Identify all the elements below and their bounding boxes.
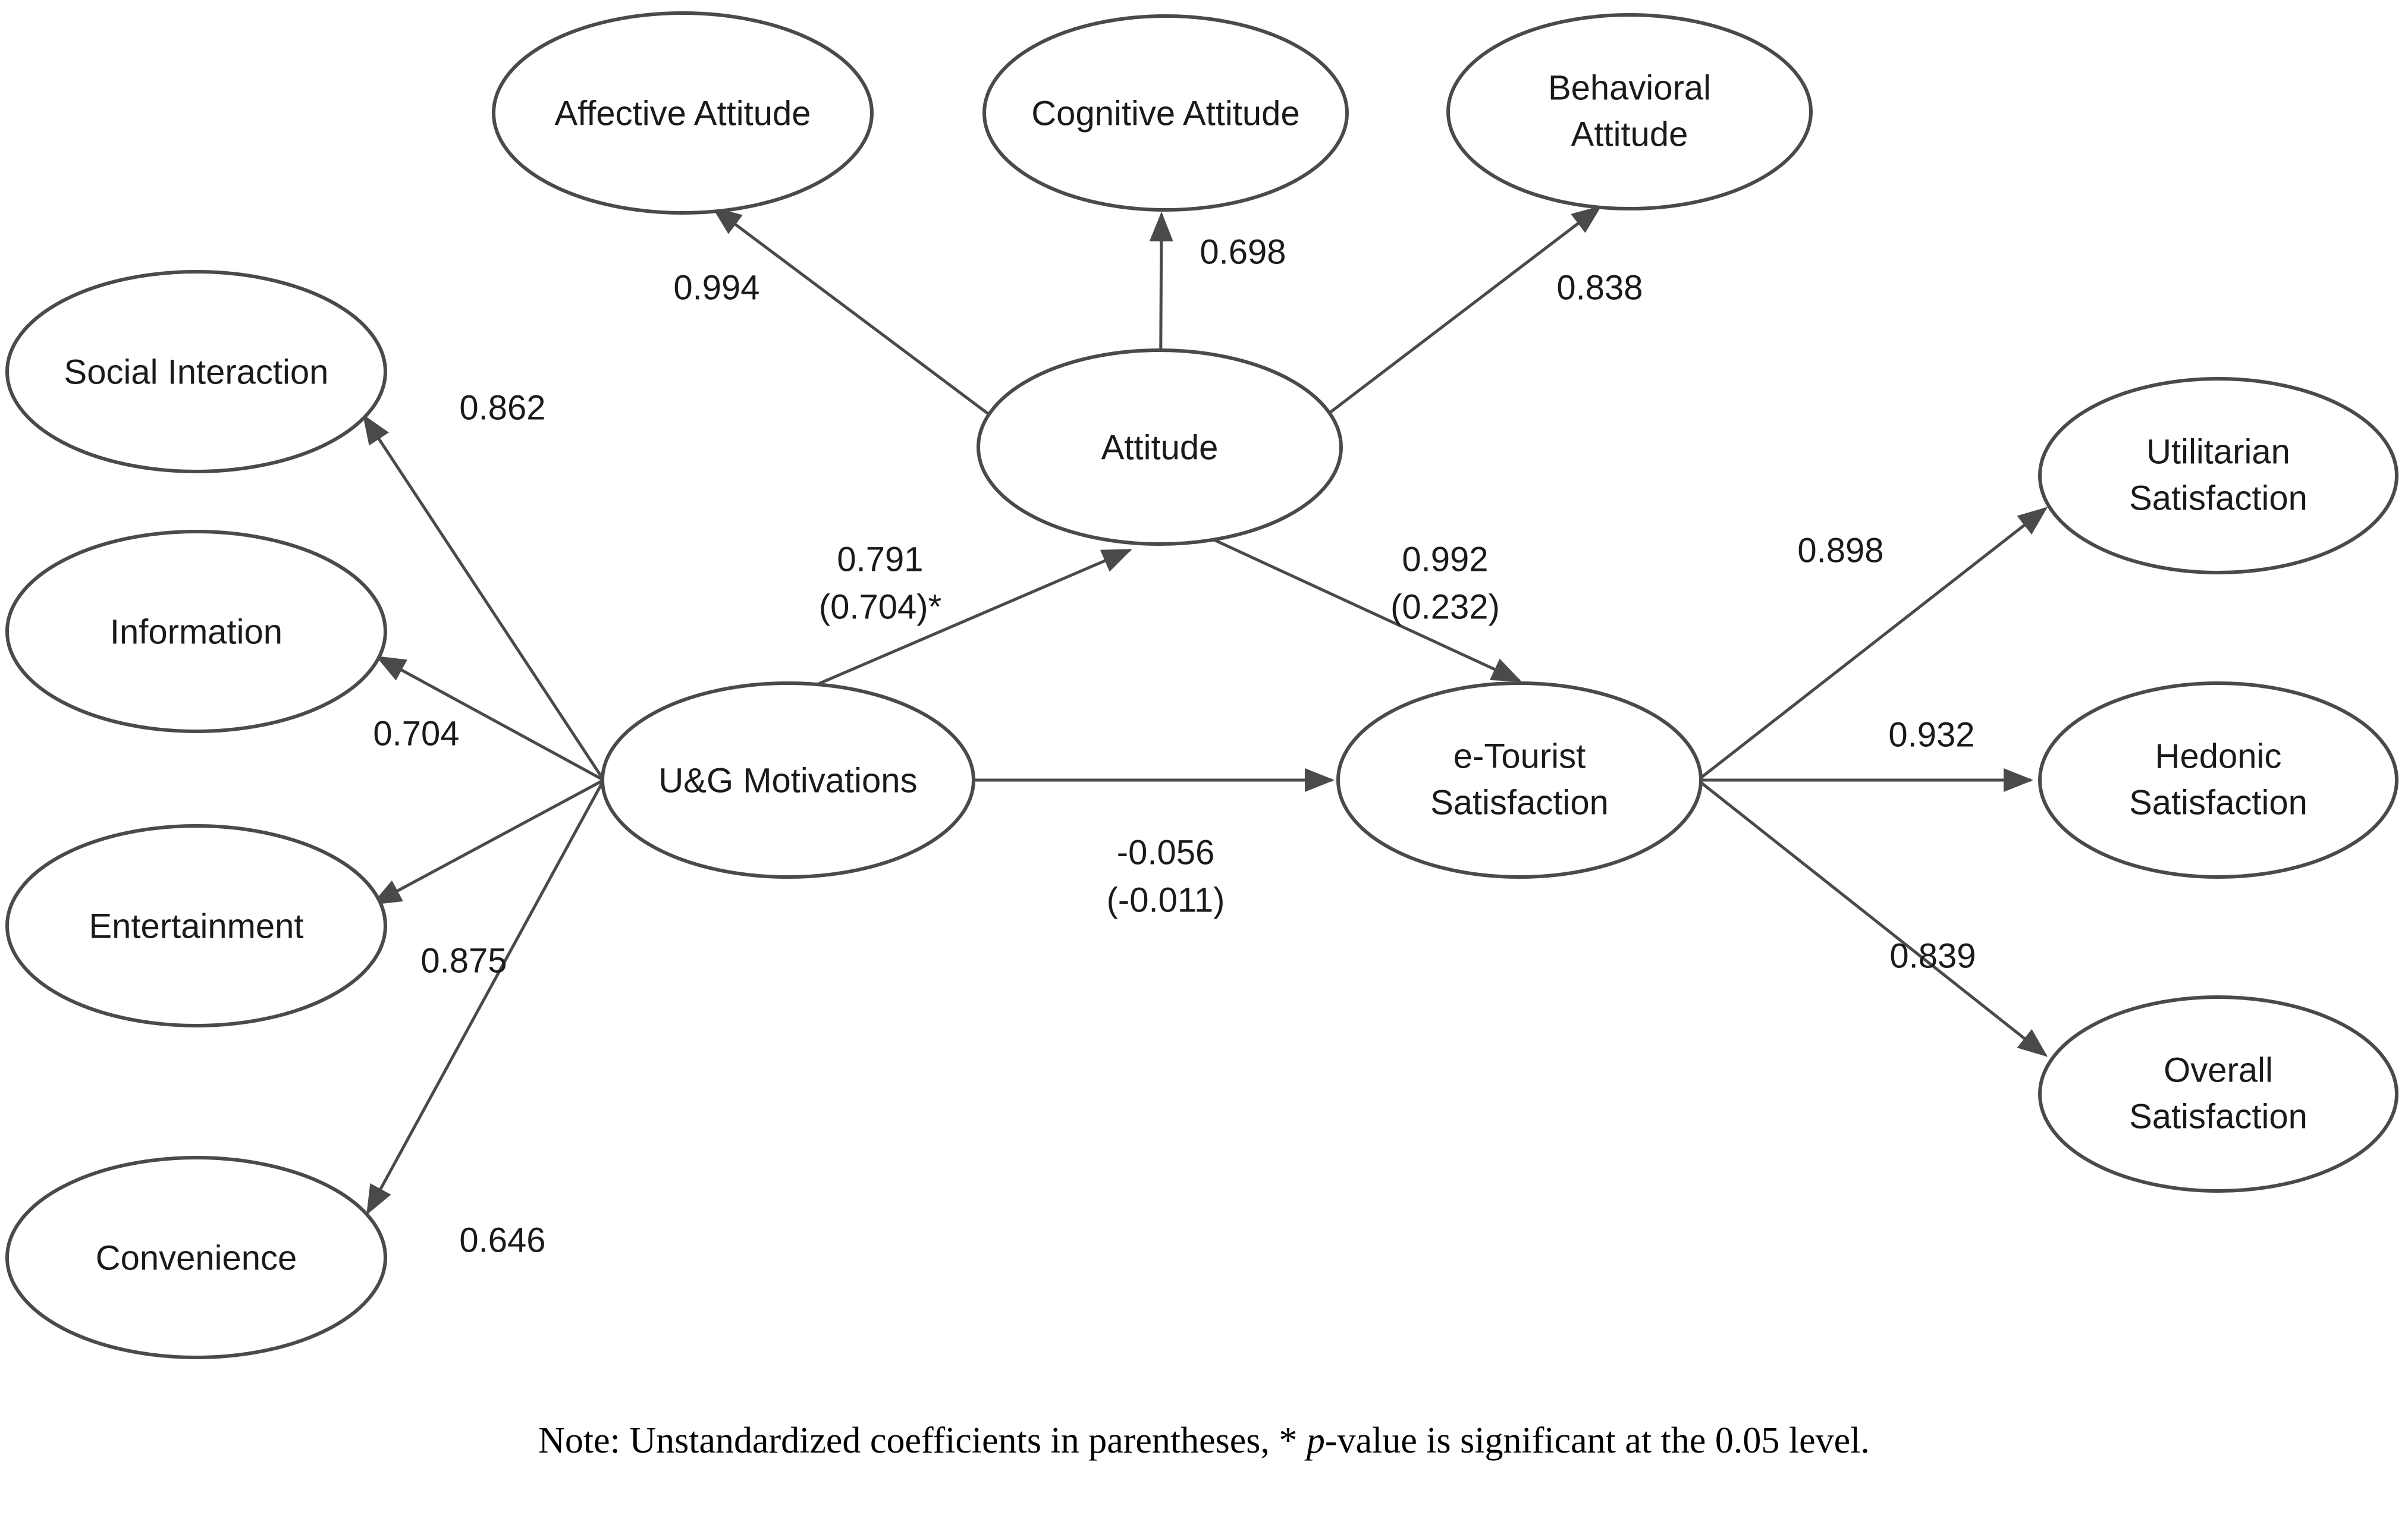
note-prefix: Note: Unstandardized coefficients in par… bbox=[538, 1420, 1307, 1461]
edge-etourist-to-utilitarian bbox=[1697, 507, 2048, 781]
edge-ug-to-attitude bbox=[790, 548, 1132, 697]
information-ellipse[interactable] bbox=[5, 530, 387, 733]
convenience-ellipse[interactable] bbox=[5, 1156, 387, 1359]
behavioral-attitude-label-line1: Behavioral bbox=[1548, 68, 1711, 107]
coefficient-attitude-to-etourist-unstandardized: (0.232) bbox=[1390, 587, 1500, 626]
overall-satisfaction-label-line1: Overall bbox=[2164, 1051, 2273, 1089]
etourist-satisfaction-label-line2: Satisfaction bbox=[1430, 783, 1609, 822]
utilitarian-satisfaction-label-line2: Satisfaction bbox=[2129, 479, 2307, 517]
coefficient-ug-to-etourist-standardized: -0.056 bbox=[1117, 833, 1214, 872]
node-affective-attitude[interactable]: Affective Attitude bbox=[492, 11, 874, 215]
coefficient-ug-to-entertainment: 0.875 bbox=[420, 941, 507, 980]
hedonic-satisfaction-label-line1: Hedonic bbox=[2155, 737, 2282, 775]
social-interaction-ellipse[interactable] bbox=[5, 270, 387, 473]
coefficient-attitude-to-behavioral: 0.838 bbox=[1556, 268, 1643, 307]
ug-motivations-ellipse[interactable] bbox=[601, 681, 975, 879]
entertainment-ellipse[interactable] bbox=[5, 824, 387, 1027]
entertainment-label: Entertainment bbox=[89, 907, 303, 945]
utilitarian-satisfaction-label-line1: Utilitarian bbox=[2146, 432, 2290, 471]
overall-satisfaction-ellipse[interactable] bbox=[2038, 995, 2398, 1193]
node-information[interactable]: Information bbox=[5, 530, 387, 733]
cognitive-attitude-ellipse[interactable] bbox=[982, 14, 1349, 212]
edge-ug-to-social-interaction bbox=[362, 414, 605, 781]
coefficient-ug-to-information: 0.704 bbox=[373, 714, 459, 753]
figure-note: Note: Unstandardized coefficients in par… bbox=[0, 1420, 2408, 1462]
coefficient-etourist-to-hedonic: 0.932 bbox=[1888, 715, 1974, 754]
node-utilitarian-satisfaction[interactable]: Utilitarian Satisfaction bbox=[2038, 377, 2398, 574]
ug-motivations-label: U&G Motivations bbox=[658, 761, 917, 800]
utilitarian-satisfaction-ellipse[interactable] bbox=[2038, 377, 2398, 574]
node-etourist-satisfaction[interactable]: e-Tourist Satisfaction bbox=[1336, 681, 1703, 879]
node-hedonic-satisfaction[interactable]: Hedonic Satisfaction bbox=[2038, 681, 2398, 879]
node-behavioral-attitude[interactable]: Behavioral Attitude bbox=[1446, 13, 1813, 210]
node-attitude[interactable]: Attitude bbox=[977, 348, 1343, 546]
edge-etourist-to-overall bbox=[1697, 779, 2048, 1057]
edge-ug-to-information bbox=[375, 655, 605, 782]
coefficient-etourist-to-overall: 0.839 bbox=[1889, 936, 1976, 975]
node-entertainment[interactable]: Entertainment bbox=[5, 824, 387, 1027]
coefficient-etourist-to-utilitarian: 0.898 bbox=[1797, 531, 1883, 570]
edge-ug-to-convenience bbox=[366, 779, 605, 1215]
coefficient-ug-to-attitude-unstandardized: (0.704)* bbox=[819, 587, 941, 626]
coefficient-ug-to-attitude-standardized: 0.791 bbox=[837, 540, 923, 579]
node-convenience[interactable]: Convenience bbox=[5, 1156, 387, 1359]
affective-attitude-ellipse[interactable] bbox=[492, 11, 874, 215]
overall-satisfaction-label-line2: Satisfaction bbox=[2129, 1097, 2307, 1136]
note-suffix: -value is significant at the 0.05 level. bbox=[1324, 1420, 1870, 1461]
coefficient-attitude-to-affective: 0.994 bbox=[673, 268, 759, 307]
coefficient-ug-to-social-interaction: 0.862 bbox=[459, 388, 545, 427]
node-layer: Affective Attitude Cognitive Attitude Be… bbox=[5, 11, 2398, 1359]
edge-attitude-to-etourist bbox=[1209, 536, 1522, 683]
hedonic-satisfaction-ellipse[interactable] bbox=[2038, 681, 2398, 879]
coefficient-attitude-to-cognitive: 0.698 bbox=[1200, 232, 1286, 271]
behavioral-attitude-label-line2: Attitude bbox=[1571, 115, 1688, 153]
cognitive-attitude-label: Cognitive Attitude bbox=[1031, 94, 1299, 133]
convenience-label: Convenience bbox=[96, 1239, 297, 1277]
attitude-label: Attitude bbox=[1101, 428, 1219, 467]
information-label: Information bbox=[110, 612, 282, 651]
etourist-satisfaction-label-line1: e-Tourist bbox=[1453, 737, 1586, 775]
node-cognitive-attitude[interactable]: Cognitive Attitude bbox=[982, 14, 1349, 212]
coefficient-ug-to-convenience: 0.646 bbox=[459, 1221, 545, 1259]
hedonic-satisfaction-label-line2: Satisfaction bbox=[2129, 783, 2307, 822]
attitude-ellipse[interactable] bbox=[977, 348, 1343, 546]
etourist-satisfaction-ellipse[interactable] bbox=[1336, 681, 1703, 879]
affective-attitude-label: Affective Attitude bbox=[555, 94, 811, 133]
social-interaction-label: Social Interaction bbox=[64, 353, 329, 391]
coefficient-attitude-to-etourist-standardized: 0.992 bbox=[1402, 540, 1488, 579]
node-overall-satisfaction[interactable]: Overall Satisfaction bbox=[2038, 995, 2398, 1193]
coefficient-ug-to-etourist-unstandardized: (-0.011) bbox=[1107, 881, 1225, 919]
edge-ug-to-entertainment bbox=[371, 778, 605, 906]
behavioral-attitude-ellipse[interactable] bbox=[1446, 13, 1813, 210]
node-ug-motivations[interactable]: U&G Motivations bbox=[601, 681, 975, 879]
note-italic-p: p bbox=[1306, 1420, 1325, 1461]
coefficient-layer: 0.994 0.698 0.838 0.862 0.704 0.875 0.64… bbox=[373, 232, 1976, 1259]
node-social-interaction[interactable]: Social Interaction bbox=[5, 270, 387, 473]
